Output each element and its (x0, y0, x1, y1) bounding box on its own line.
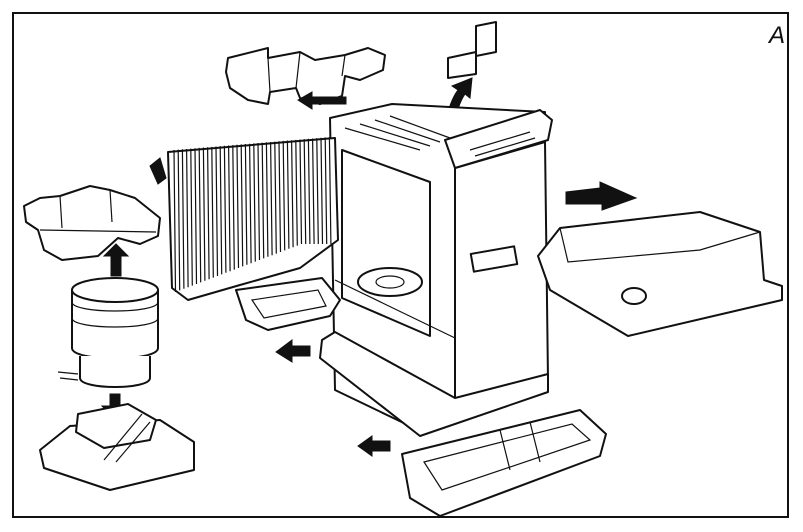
base-tray-left (235, 277, 341, 331)
figure-label: A (768, 22, 785, 49)
tank-box (39, 403, 195, 491)
arrow-base-tray-left (275, 339, 311, 363)
arrow-rear-shell (565, 181, 638, 211)
base-tray-front (401, 409, 607, 517)
heater-body (319, 103, 549, 437)
left-bracket (23, 185, 161, 261)
arrow-side-panel (149, 157, 167, 185)
side-panel-pleated (167, 137, 339, 301)
burner-cylinder (57, 277, 159, 388)
top-lid (444, 109, 553, 169)
figure-border (12, 12, 789, 518)
arrow-left-bracket (102, 243, 130, 277)
arrow-top-bracket (297, 91, 347, 110)
arrow-base-tray-front (357, 435, 391, 457)
small-clip (447, 21, 497, 79)
top-bracket (225, 47, 386, 105)
rear-shell (537, 211, 783, 337)
